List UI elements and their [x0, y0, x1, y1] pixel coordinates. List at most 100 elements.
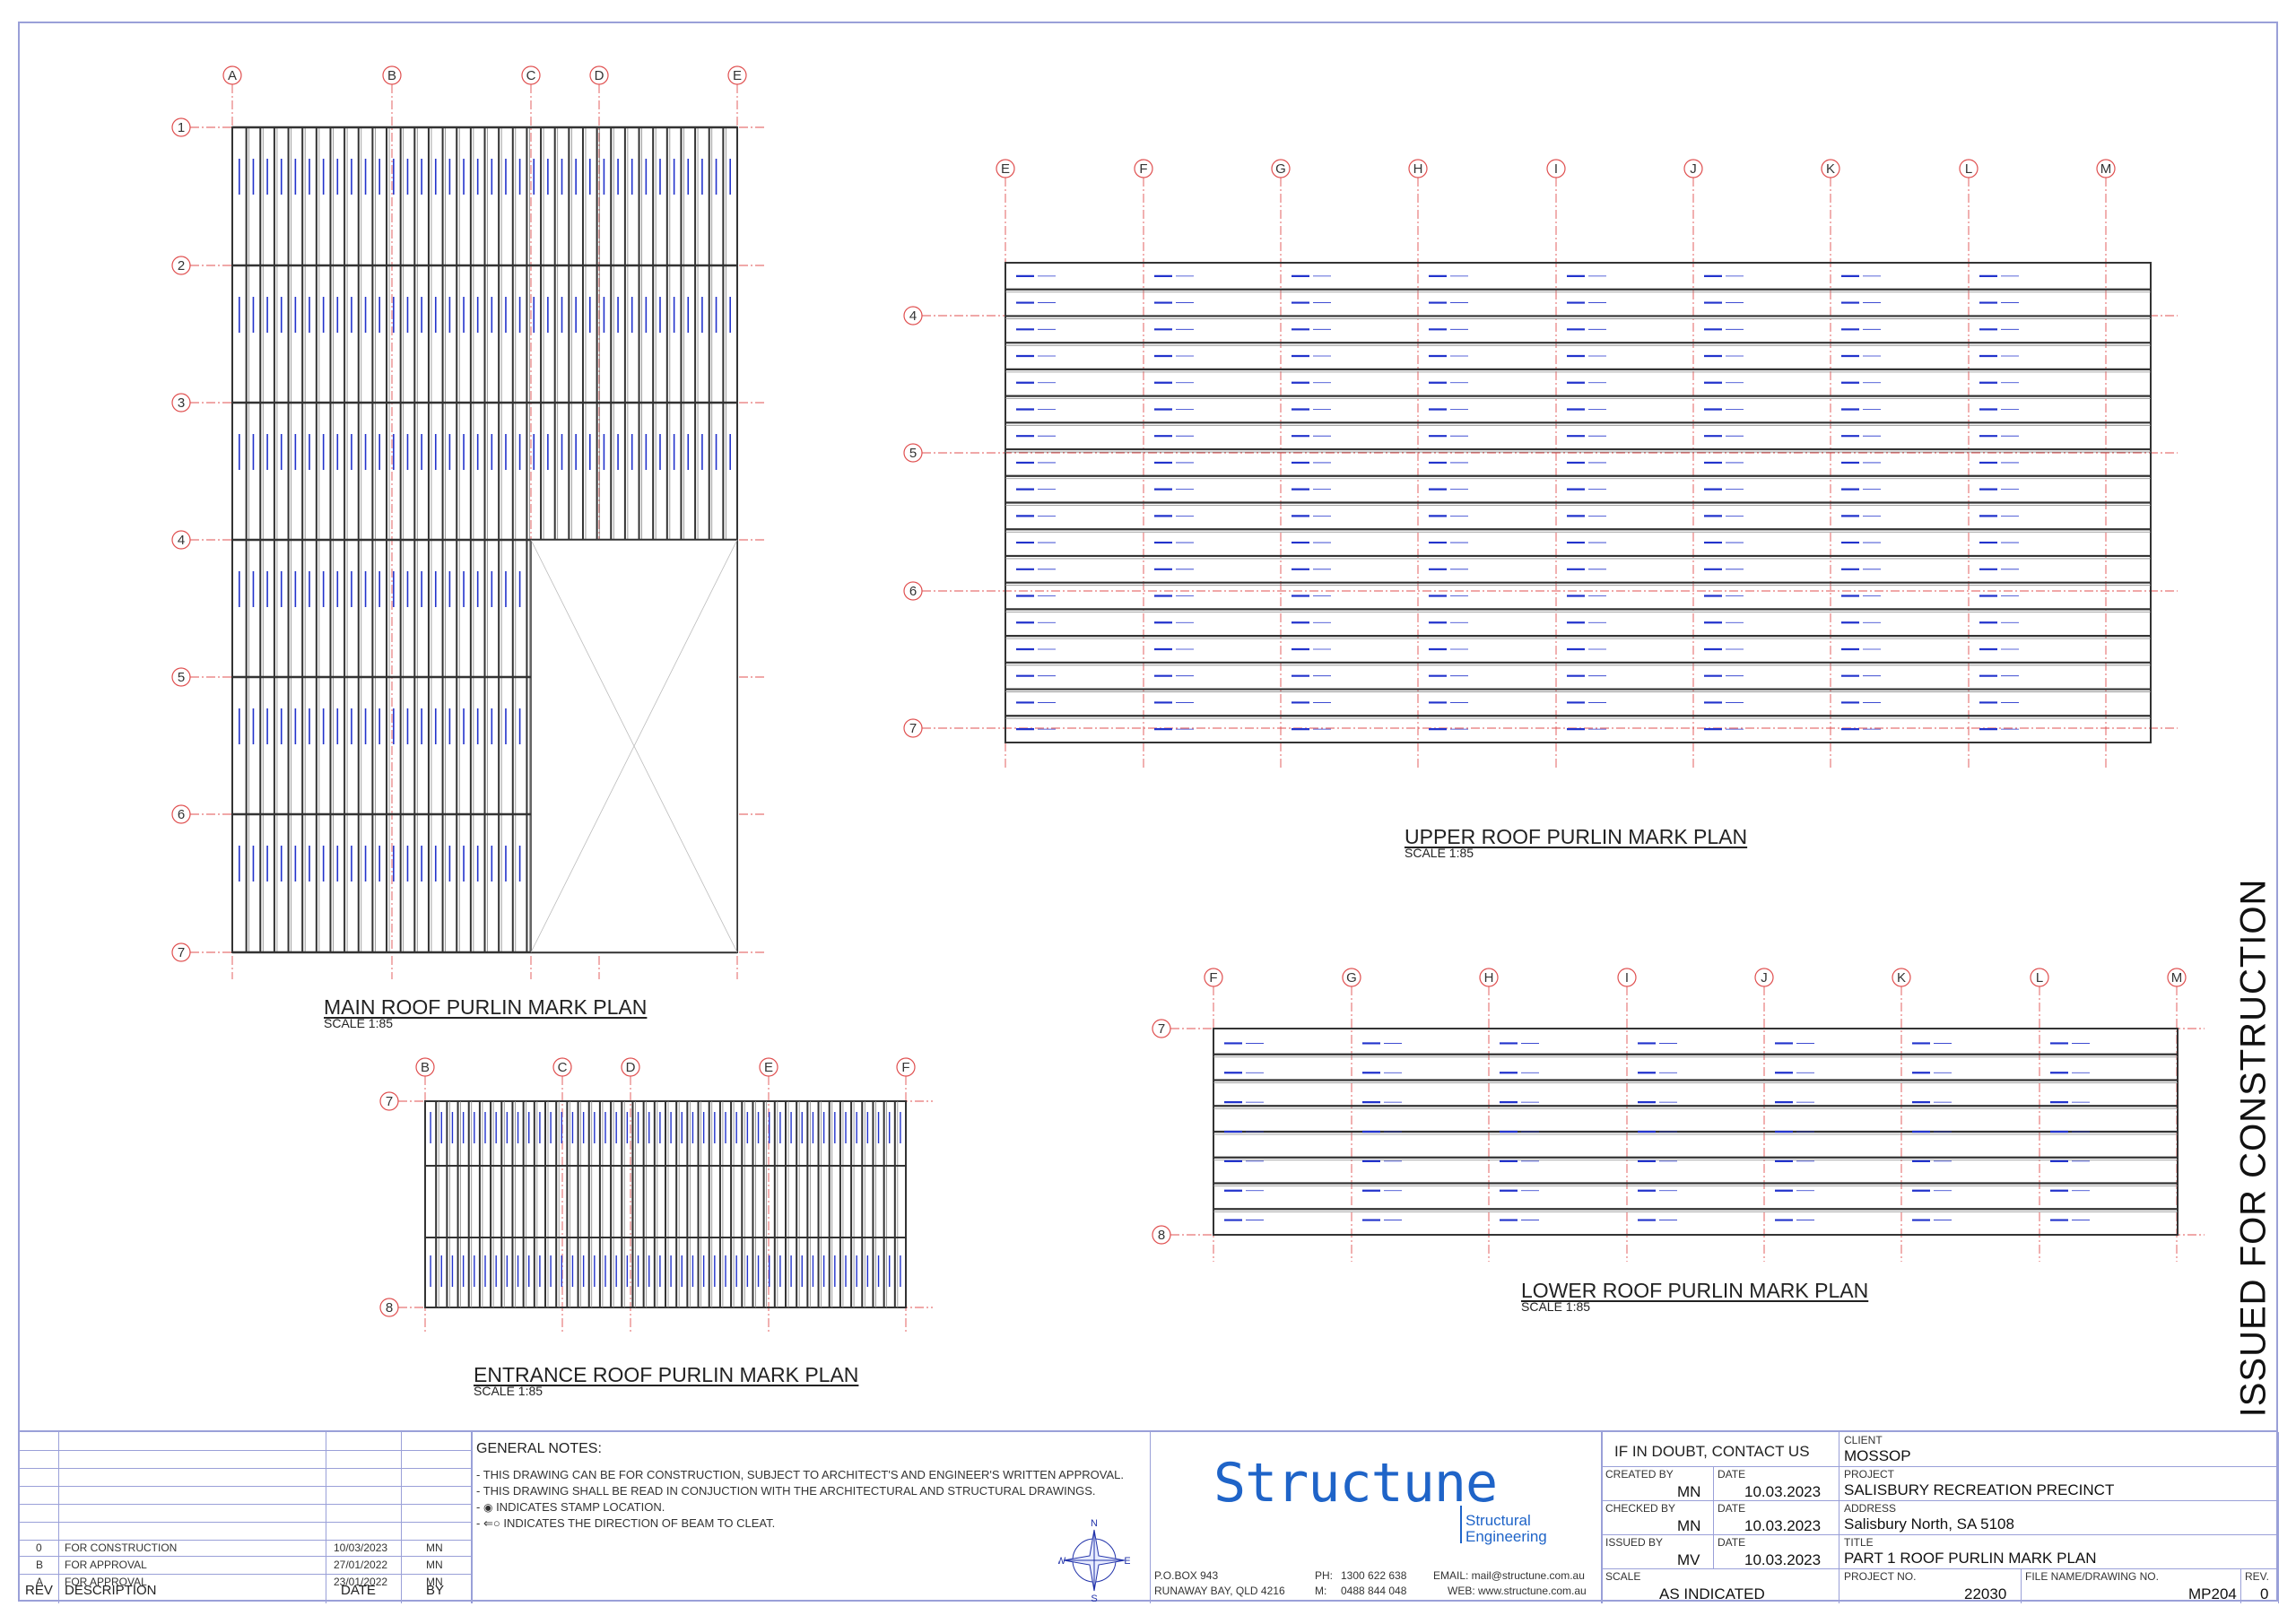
lower-grid-row-8-bubble — [1152, 1225, 1171, 1245]
rev-header-by: BY — [426, 1583, 445, 1598]
entrance-grid-col-B-bubble — [415, 1057, 435, 1077]
main-grid-col-E-bubble — [727, 65, 747, 85]
issued-by-label: ISSUED BY — [1605, 1536, 1664, 1549]
main-grid-row-1-bubble — [171, 117, 191, 137]
company-logo-sub2: Engineering — [1465, 1528, 1547, 1545]
company-email: EMAIL: mail@structune.com.au — [1433, 1569, 1585, 1582]
beam-direction-icon: ⇐○ — [483, 1516, 500, 1530]
upper-grid-col-J-label: J — [1690, 161, 1697, 177]
checked-date: 10.03.2023 — [1744, 1517, 1822, 1534]
compass-w: W — [1058, 1556, 1066, 1567]
note-4-text: INDICATES THE DIRECTION OF BEAM TO CLEAT… — [503, 1516, 776, 1530]
issued-by-value: MV — [1677, 1551, 1700, 1568]
note-3-dash: - — [476, 1500, 483, 1514]
upper-grid-col-I-label: I — [1554, 161, 1558, 177]
lower-grid-col-G-bubble — [1342, 968, 1361, 987]
rev-row-0-rev: 0 — [36, 1541, 42, 1554]
company-m: 0488 844 048 — [1341, 1585, 1407, 1597]
company-ph-label: PH: — [1315, 1569, 1334, 1582]
file-label: FILE NAME/DRAWING NO. — [2025, 1570, 2159, 1583]
entrance-grid-row-8-label: 8 — [386, 1300, 393, 1316]
checked-by-label: CHECKED BY — [1605, 1502, 1676, 1515]
entrance-grid-col-F-label: F — [901, 1060, 909, 1075]
entrance-plan-scale: SCALE 1:85 — [474, 1384, 544, 1398]
rev-header-rev: REV — [25, 1583, 53, 1598]
date-label-2: DATE — [1718, 1502, 1746, 1515]
rev-row-b-rev: B — [36, 1559, 44, 1571]
entrance-grid-col-D-label: D — [626, 1060, 636, 1075]
rev-row-0-date: 10/03/2023 — [334, 1541, 388, 1554]
lower-grid-col-J-bubble — [1754, 968, 1774, 987]
company-logo: Structune — [1213, 1452, 1498, 1515]
rev-row-a-desc: FOR APPROVAL — [65, 1576, 147, 1588]
main-grid-row-6-label: 6 — [178, 807, 185, 822]
upper-grid-col-F-label: F — [1139, 161, 1147, 177]
upper-grid-col-K-bubble — [1821, 159, 1840, 178]
upper-grid-col-H-label: H — [1413, 161, 1423, 177]
entrance-grid-col-D-bubble — [621, 1057, 640, 1077]
issued-date: 10.03.2023 — [1744, 1551, 1822, 1568]
date-label-3: DATE — [1718, 1536, 1746, 1549]
note-1: - THIS DRAWING CAN BE FOR CONSTRUCTION, … — [476, 1468, 1124, 1481]
lower-grid-col-J-label: J — [1761, 970, 1768, 986]
entrance-plan-title: ENTRANCE ROOF PURLIN MARK PLAN — [474, 1363, 859, 1386]
main-grid-col-C-label: C — [526, 68, 536, 83]
upper-grid-col-F-bubble — [1134, 159, 1153, 178]
upper-grid-col-H-bubble — [1408, 159, 1428, 178]
created-by-label: CREATED BY — [1605, 1468, 1674, 1481]
lower-grid-col-H-label: H — [1484, 970, 1494, 986]
lower-grid-col-L-label: L — [2036, 970, 2043, 986]
scale-label: SCALE — [1605, 1570, 1641, 1583]
rev-header-date: DATE — [341, 1583, 376, 1598]
main-grid-row-3-bubble — [171, 393, 191, 413]
upper-grid-row-4-bubble — [903, 306, 923, 326]
created-by-value: MN — [1677, 1483, 1701, 1500]
lower-plan-scale: SCALE 1:85 — [1521, 1299, 1591, 1314]
date-label-1: DATE — [1718, 1468, 1746, 1481]
note-4-dash: - — [476, 1516, 483, 1530]
main-plan-title: MAIN ROOF PURLIN MARK PLAN — [324, 995, 648, 1019]
rev-label: REV. — [2245, 1570, 2269, 1583]
lower-grid-col-K-label: K — [1897, 970, 1906, 986]
note-3: - ◉ INDICATES STAMP LOCATION. — [476, 1500, 665, 1514]
upper-grid-col-L-bubble — [1959, 159, 1979, 178]
logo-divider — [1460, 1506, 1462, 1543]
upper-grid-row-7-bubble — [903, 718, 923, 738]
lower-grid-col-K-bubble — [1892, 968, 1911, 987]
entrance-grid-col-F-bubble — [896, 1057, 916, 1077]
main-grid-row-6-bubble — [171, 804, 191, 824]
project-no-label: PROJECT NO. — [1844, 1570, 1917, 1583]
note-4: - ⇐○ INDICATES THE DIRECTION OF BEAM TO … — [476, 1516, 775, 1531]
company-logo-sub1: Structural — [1465, 1512, 1531, 1529]
entrance-grid-row-8-bubble — [379, 1298, 399, 1317]
lower-grid-col-I-label: I — [1625, 970, 1629, 986]
upper-grid-row-5-bubble — [903, 443, 923, 463]
main-plan-scale: SCALE 1:85 — [324, 1016, 394, 1030]
rev-row-b-date: 27/01/2022 — [334, 1559, 388, 1571]
title-label: TITLE — [1844, 1536, 1874, 1549]
main-grid-row-3-label: 3 — [178, 395, 185, 411]
main-grid-col-D-label: D — [595, 68, 604, 83]
upper-grid-row-5-label: 5 — [909, 446, 917, 461]
upper-grid-col-M-label: M — [2100, 161, 2112, 177]
project-value: SALISBURY RECREATION PRECINCT — [1844, 1481, 2115, 1498]
rev-row-b-by: MN — [426, 1559, 443, 1571]
rev-value: 0 — [2260, 1585, 2269, 1602]
upper-grid-row-7-label: 7 — [909, 721, 917, 736]
upper-grid-col-G-bubble — [1271, 159, 1291, 178]
entrance-grid-col-C-label: C — [558, 1060, 568, 1075]
upper-grid-row-6-bubble — [903, 581, 923, 601]
main-bay-bracing — [530, 539, 738, 953]
rev-row-a-by: MN — [426, 1576, 443, 1588]
main-grid-row-2-bubble — [171, 256, 191, 275]
notes-heading: GENERAL NOTES: — [476, 1441, 602, 1456]
rev-row-0-by: MN — [426, 1541, 443, 1554]
upper-grid-row-4-label: 4 — [909, 308, 917, 324]
title-block: 0 FOR CONSTRUCTION 10/03/2023 MN B FOR A… — [18, 1430, 2279, 1603]
rev-row-b-desc: FOR APPROVAL — [65, 1559, 147, 1571]
note-3-text: INDICATES STAMP LOCATION. — [496, 1500, 665, 1514]
lower-grid-row-8-label: 8 — [1158, 1228, 1165, 1243]
rev-row-a-date: 23/01/2022 — [334, 1576, 388, 1588]
scale-value: AS INDICATED — [1659, 1585, 1765, 1602]
